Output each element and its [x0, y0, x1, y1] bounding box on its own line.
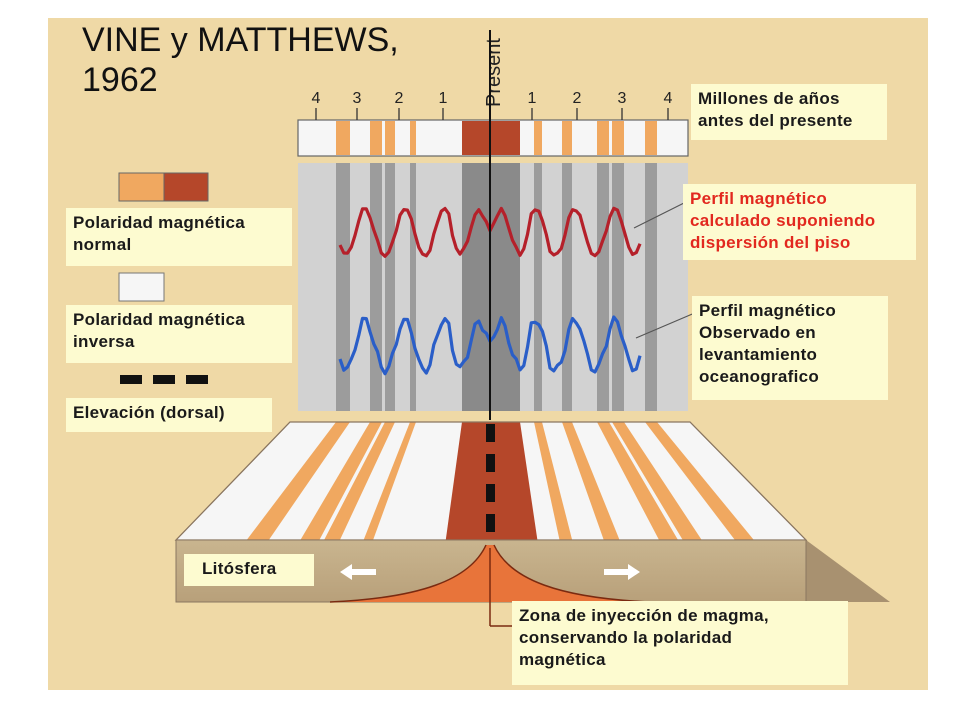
- profile-band: [612, 163, 624, 411]
- seafloor-band: [612, 422, 702, 540]
- seafloor-band: [324, 422, 395, 540]
- polarity-scale-strip: [297, 119, 689, 157]
- seafloor-band: [562, 422, 620, 540]
- seafloor-block: [174, 421, 890, 627]
- label-litosfera: Litósfera: [184, 554, 314, 586]
- age-axis: 4 3 2 1 1 2 3 4 Present: [312, 38, 673, 120]
- profile-band: [645, 163, 657, 411]
- seafloor-band: [363, 422, 416, 540]
- polarity-band: [370, 121, 382, 155]
- age-tick-label: 3: [353, 90, 362, 107]
- label-elevacion: Elevación (dorsal): [66, 398, 272, 432]
- profile-band: [336, 163, 350, 411]
- magnetic-profile-panel: [298, 163, 688, 411]
- spreading-arrow-left-icon: [340, 564, 376, 580]
- legend-ridge-dashes: [120, 375, 208, 384]
- present-label: Present: [483, 38, 505, 107]
- polarity-band: [385, 121, 395, 155]
- label-perfil-observado: Perfil magnético Observado en levantamie…: [692, 296, 888, 400]
- seafloor-band: [597, 422, 679, 540]
- leader-line-observed: [635, 311, 698, 339]
- legend-reversed-swatch: [118, 272, 165, 302]
- polarity-band: [534, 121, 542, 155]
- seafloor-band: [246, 422, 350, 540]
- polarity-band: [597, 121, 609, 155]
- age-tick-label: 2: [573, 90, 582, 107]
- profile-band: [385, 163, 395, 411]
- age-tick-label: 1: [439, 90, 448, 107]
- seafloor-band: [445, 422, 538, 540]
- profile-band: [410, 163, 416, 411]
- leader-line-calculated: [633, 199, 691, 229]
- legend-normal-swatch: [118, 172, 209, 202]
- label-perfil-calculado: Perfil magnético calculado suponiendo di…: [683, 184, 916, 260]
- polarity-band: [562, 121, 572, 155]
- spreading-arrow-right-icon: [604, 564, 640, 580]
- age-tick-label: 1: [528, 90, 537, 107]
- profile-band: [562, 163, 572, 411]
- polarity-band: [410, 121, 416, 155]
- polarity-band: [612, 121, 624, 155]
- age-tick-label: 3: [618, 90, 627, 107]
- label-zona-inyeccion: Zona de inyección de magma, conservando …: [512, 601, 848, 685]
- profile-band: [597, 163, 609, 411]
- age-tick-label: 4: [312, 90, 321, 107]
- age-tick-label: 4: [664, 90, 673, 107]
- seafloor-band: [645, 422, 754, 540]
- polarity-band: [645, 121, 657, 155]
- profile-band: [370, 163, 382, 411]
- seafloor-band: [534, 422, 573, 540]
- label-millones: Millones de años antes del presente: [691, 84, 887, 140]
- age-tick-label: 2: [395, 90, 404, 107]
- ridge-dashes: [486, 424, 495, 532]
- polarity-band: [336, 121, 350, 155]
- label-polaridad-inversa: Polaridad magnética inversa: [66, 305, 292, 363]
- label-polaridad-normal: Polaridad magnética normal: [66, 208, 292, 266]
- seafloor-band: [300, 422, 382, 540]
- profile-band: [534, 163, 542, 411]
- diagram-title: VINE y MATTHEWS, 1962: [82, 21, 399, 99]
